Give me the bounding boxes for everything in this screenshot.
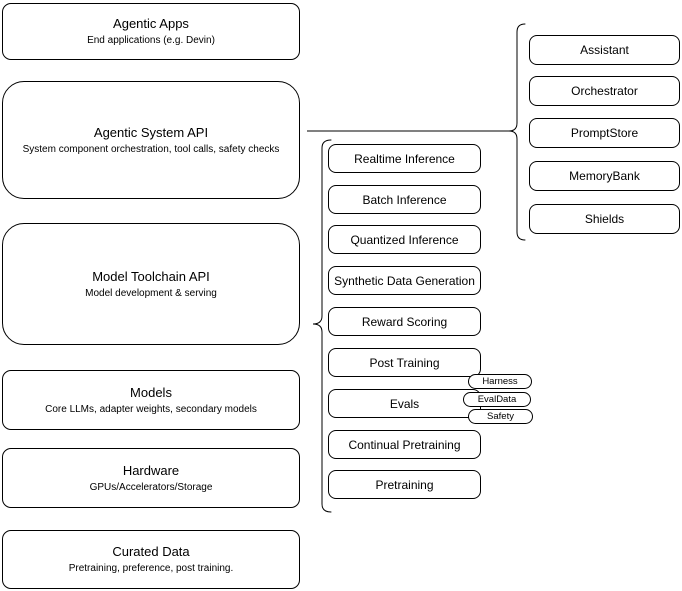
node-subtitle: Model development & serving [85,287,217,299]
node-label: Shields [584,212,625,226]
node-agentic-system-api: Agentic System API System component orch… [2,81,300,199]
node-label: Evals [389,396,420,411]
node-label: Continual Pretraining [348,437,461,452]
node-evals: Evals [328,389,481,418]
node-label: Batch Inference [362,192,447,207]
node-label: PromptStore [570,126,639,140]
badge-label: EvalData [477,394,517,405]
node-pretraining: Pretraining [328,470,481,499]
node-subtitle: GPUs/Accelerators/Storage [89,481,213,493]
node-orchestrator: Orchestrator [529,76,680,106]
node-label: Orchestrator [571,84,638,98]
node-subtitle: End applications (e.g. Devin) [87,35,215,46]
node-label: Reward Scoring [361,314,448,329]
node-title: Models [130,384,172,400]
node-title: Model Toolchain API [92,268,210,284]
node-title: Hardware [122,462,180,478]
node-quantized-inference: Quantized Inference [328,225,481,254]
node-hardware: Hardware GPUs/Accelerators/Storage [2,448,300,508]
node-memorybank: MemoryBank [529,161,680,191]
badge-harness: Harness [468,374,532,389]
node-subtitle: Core LLMs, adapter weights, secondary mo… [45,403,257,415]
badge-evaldata: EvalData [463,392,531,407]
node-subtitle: System component orchestration, tool cal… [22,143,280,155]
node-subtitle: Pretraining, preference, post training. [68,563,234,574]
badge-label: Safety [487,411,514,422]
node-continual-pretraining: Continual Pretraining [328,430,481,459]
node-title: Curated Data [112,544,190,559]
node-curated-data: Curated Data Pretraining, preference, po… [2,530,300,589]
node-agentic-apps: Agentic Apps End applications (e.g. Devi… [2,3,300,60]
node-title: Agentic System API [93,124,209,140]
node-reward-scoring: Reward Scoring [328,307,481,336]
node-shields: Shields [529,204,680,234]
node-models: Models Core LLMs, adapter weights, secon… [2,370,300,430]
node-batch-inference: Batch Inference [328,185,481,214]
node-title: Agentic Apps [113,16,189,31]
node-post-training: Post Training [328,348,481,377]
node-label: Realtime Inference [354,151,455,166]
node-label: Post Training [369,355,440,370]
badge-safety: Safety [468,409,533,424]
node-label: Assistant [580,43,629,57]
node-label: Pretraining [375,477,434,492]
node-label: Synthetic Data Generation [334,273,475,288]
node-label: MemoryBank [569,169,640,183]
node-label: Quantized Inference [350,232,459,247]
node-realtime-inference: Realtime Inference [328,144,481,173]
node-model-toolchain-api: Model Toolchain API Model development & … [2,223,300,345]
node-synthetic-data-generation: Synthetic Data Generation [328,266,481,295]
node-promptstore: PromptStore [529,118,680,148]
system-components-brace [508,23,526,241]
node-assistant: Assistant [529,35,680,65]
badge-label: Harness [482,376,518,387]
